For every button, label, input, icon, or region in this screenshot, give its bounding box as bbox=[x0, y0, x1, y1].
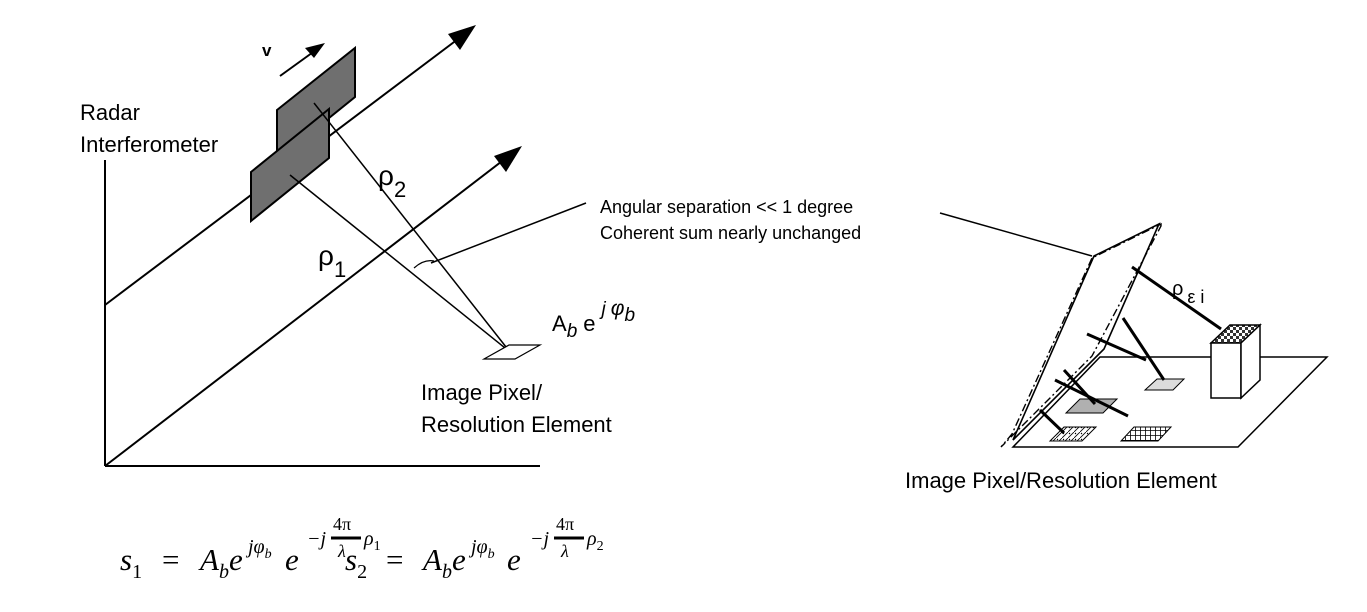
velocity-arrowhead bbox=[305, 43, 325, 58]
eq1-rho-sub: 1 bbox=[374, 539, 381, 554]
eq1-A: A bbox=[198, 542, 220, 577]
building-front bbox=[1210, 342, 1242, 399]
eq2-s-sub: 2 bbox=[357, 561, 367, 583]
eq1-s: s bbox=[120, 542, 132, 577]
eq1-phase-exp: jφb bbox=[245, 536, 272, 562]
eq1-phase-sub: b bbox=[265, 547, 272, 562]
antenna-lower bbox=[250, 106, 330, 224]
amp-exp-phi: φ bbox=[611, 297, 625, 320]
eq2-rho-sub: 2 bbox=[597, 539, 604, 554]
orbit-track-lower bbox=[104, 154, 511, 467]
image-pixel-left bbox=[481, 344, 543, 360]
eq2-minus-j: −j bbox=[530, 528, 549, 550]
scatter-ray-6 bbox=[1038, 408, 1066, 435]
rho-epsilon-subscript: ε i bbox=[1187, 287, 1204, 307]
range-line-rho2 bbox=[313, 102, 511, 353]
amp-A-sub: b bbox=[567, 321, 578, 342]
eq1-minus-j: −j bbox=[307, 528, 326, 550]
building-side bbox=[1240, 323, 1261, 400]
eq2-phase: jφ bbox=[468, 536, 488, 558]
eq2-phase-sub: b bbox=[488, 547, 495, 562]
rho-epsilon-symbol: ρ bbox=[1172, 278, 1183, 300]
patch-medium-gray bbox=[1064, 398, 1119, 414]
eq2-e2: e bbox=[507, 542, 521, 577]
velocity-label: v bbox=[262, 41, 272, 60]
eq2-phase-exp: jφb bbox=[468, 536, 495, 562]
antenna-upper bbox=[276, 45, 356, 163]
range-line-rho1 bbox=[289, 174, 511, 353]
eq2-A: A bbox=[421, 542, 443, 577]
eq2-denominator: λ bbox=[560, 541, 569, 561]
eq1-e2: e bbox=[285, 542, 299, 577]
eq2-e1: e bbox=[452, 542, 466, 577]
patch-light-gray bbox=[1143, 378, 1186, 391]
eq1-numerator: 4π bbox=[333, 514, 351, 534]
angular-separation-line1: Angular separation << 1 degree bbox=[600, 197, 853, 217]
rho2-subscript: 2 bbox=[394, 177, 406, 202]
eq2-lhs: s2 bbox=[345, 542, 367, 583]
eq2-amplitude: Abe bbox=[421, 542, 466, 583]
eq1-amplitude: Abe bbox=[198, 542, 243, 583]
eq1-denominator: λ bbox=[337, 541, 346, 561]
image-pixel-label-line1: Image Pixel/ bbox=[421, 380, 543, 405]
angle-arc bbox=[413, 260, 435, 269]
left-diagram bbox=[104, 25, 587, 467]
wavefront-plane-solid bbox=[1012, 222, 1161, 441]
amp-A: A bbox=[552, 311, 567, 336]
scatter-ray-5 bbox=[1054, 378, 1129, 418]
amp-e: e bbox=[583, 311, 595, 336]
amp-exp-j: j bbox=[599, 299, 607, 320]
eq2-rho-symbol: ρ bbox=[586, 528, 597, 550]
wavefront-plane-dashdot bbox=[1000, 222, 1162, 448]
eq1-rho: ρ1 bbox=[363, 528, 381, 554]
eq2-numerator: 4π bbox=[556, 514, 574, 534]
amp-exp-sub: b bbox=[624, 305, 635, 326]
eq2-A-sub: b bbox=[442, 561, 452, 583]
orbit-arrowhead-upper bbox=[448, 25, 476, 50]
equation-s2: s2 = Abe jφb e −j 4π λ ρ2 bbox=[345, 514, 604, 583]
radar-label-line2: Interferometer bbox=[80, 132, 218, 157]
orbit-arrowhead-lower bbox=[494, 146, 522, 172]
image-pixel-label-line2: Resolution Element bbox=[421, 412, 612, 437]
eq1-equals: = bbox=[162, 542, 179, 577]
rho1-subscript: 1 bbox=[334, 257, 346, 282]
eq1-lhs: s1 bbox=[120, 542, 142, 583]
patch-grid bbox=[1119, 426, 1173, 442]
scatter-ray-2 bbox=[1121, 317, 1166, 381]
scatter-ray-1 bbox=[1131, 265, 1222, 331]
building-block bbox=[1209, 323, 1262, 400]
eq2-rho: ρ2 bbox=[586, 528, 604, 554]
eq1-phase: jφ bbox=[245, 536, 265, 558]
eq1-rho-symbol: ρ bbox=[363, 528, 374, 550]
eq1-A-sub: b bbox=[219, 561, 229, 583]
right-diagram bbox=[939, 212, 1329, 448]
rho2-label: ρ2 bbox=[378, 160, 406, 202]
eq1-s-sub: 1 bbox=[132, 561, 142, 583]
angle-leader-line bbox=[430, 202, 587, 264]
eq1-e1: e bbox=[229, 542, 243, 577]
angular-separation-line2: Coherent sum nearly unchanged bbox=[600, 223, 861, 243]
radar-label-line1: Radar bbox=[80, 100, 140, 125]
rho2-symbol: ρ bbox=[378, 160, 394, 191]
right-leader-line bbox=[939, 212, 1093, 257]
image-pixel-right-label: Image Pixel/Resolution Element bbox=[905, 468, 1217, 493]
velocity-arrow bbox=[279, 49, 317, 77]
rho1-label: ρ1 bbox=[318, 240, 346, 282]
rho1-symbol: ρ bbox=[318, 240, 334, 271]
eq2-s: s bbox=[345, 542, 357, 577]
scatter-ray-3 bbox=[1086, 332, 1147, 362]
eq2-equals: = bbox=[386, 542, 403, 577]
equation-s1: s1 = Abe jφb e −j 4π λ ρ1 bbox=[120, 514, 381, 583]
